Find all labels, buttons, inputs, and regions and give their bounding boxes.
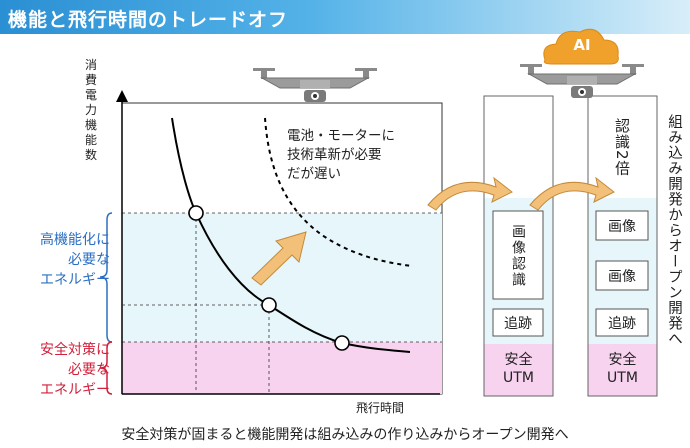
innovation-note-line: 技術革新が必要 <box>287 147 382 163</box>
transition-arrow-1 <box>427 176 513 211</box>
innovation-note: 電池・モーターに 技術革新が必要 だが遅い <box>287 127 395 184</box>
camera-icon <box>304 90 326 102</box>
safety-energy-line: 安全対策に <box>40 342 110 358</box>
safety-energy-label: 安全対策に 必要な エネルギー <box>10 340 110 400</box>
performance-energy-line: 必要な <box>68 252 110 268</box>
curve-point-2 <box>261 297 277 313</box>
improvement-arrow <box>251 231 307 286</box>
image-box-a <box>595 210 649 241</box>
performance-energy-band <box>122 213 442 342</box>
curve-point-1 <box>188 205 204 221</box>
tracking-label-2: 追跡 <box>608 316 636 332</box>
utm-line: 安全 <box>504 352 533 368</box>
innovation-note-line: だが遅い <box>287 166 341 182</box>
column-1-safety-area <box>484 344 553 396</box>
utm-line: UTM <box>607 370 638 386</box>
cloud-icon <box>543 28 619 65</box>
page-title: 機能と飛行時間のトレードオフ <box>8 9 289 31</box>
safety-energy-line: エネルギー <box>40 382 110 398</box>
tracking-label-1: 追跡 <box>504 316 532 332</box>
curve-point-3 <box>334 335 350 351</box>
future-curve <box>264 117 413 267</box>
title-banner: 機能と飛行時間のトレードオフ <box>0 0 690 34</box>
ai-badge: AI <box>573 36 591 54</box>
performance-energy-label: 高機能化に 必要な エネルギー <box>10 230 110 290</box>
drone-icon <box>520 64 644 85</box>
tracking-box-2 <box>595 308 649 337</box>
performance-brace <box>99 212 113 343</box>
x-axis-label: 飛行時間 <box>356 401 405 415</box>
image-label-b: 画像 <box>608 269 636 285</box>
safety-energy-line: 必要な <box>68 362 110 378</box>
utm-line: UTM <box>503 370 534 386</box>
safety-brace <box>99 341 113 395</box>
y-axis-label: 消費電力機能数 <box>85 58 98 162</box>
drone-icon <box>253 68 377 89</box>
column-2-safety-area <box>588 344 657 396</box>
image-label-a: 画像 <box>608 219 636 235</box>
camera-icon <box>571 86 593 98</box>
transition-arrow-2 <box>529 176 615 211</box>
recognition-double-label: 認識2倍 <box>613 118 631 177</box>
image-recognition-label: 画像認識 <box>510 224 526 288</box>
open-development-label: 組み込み開発からオープン開発へ <box>666 114 682 347</box>
image-box-b <box>595 260 649 291</box>
tracking-box-1 <box>492 308 544 337</box>
performance-energy-line: エネルギー <box>40 272 110 288</box>
bottom-caption: 安全対策が固まると機能開発は組み込みの作り込みからオープン開発へ <box>121 427 569 443</box>
performance-energy-line: 高機能化に <box>40 232 110 248</box>
utm-line: 安全 <box>608 352 637 368</box>
utm-label-2: 安全 UTM <box>588 351 657 387</box>
image-recognition-box <box>492 210 544 300</box>
utm-label-1: 安全 UTM <box>484 351 553 387</box>
innovation-note-line: 電池・モーターに <box>287 128 395 144</box>
